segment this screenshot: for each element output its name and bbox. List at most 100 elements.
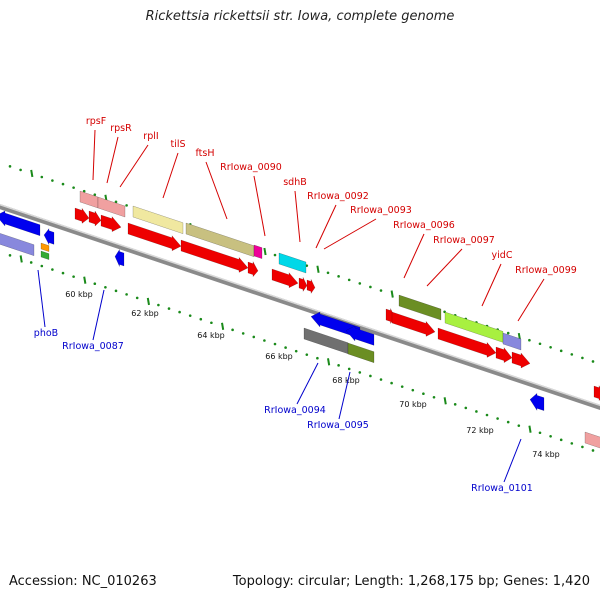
scale-label: 74 kbp bbox=[532, 450, 560, 459]
tick-dot bbox=[40, 175, 44, 179]
tick-dot bbox=[347, 367, 351, 371]
label-rplI: rplI bbox=[143, 131, 158, 142]
backbone-line bbox=[0, 204, 600, 410]
tick-dot bbox=[305, 353, 309, 356]
tick-dot bbox=[72, 275, 75, 278]
tick-dot bbox=[390, 381, 393, 385]
scale-label: 72 kbp bbox=[466, 426, 494, 435]
label-rpsR: rpsR bbox=[110, 123, 132, 134]
tick-dot bbox=[337, 364, 340, 367]
tick-mark bbox=[146, 297, 150, 306]
tick-dot bbox=[369, 374, 372, 378]
scale-label: 60 kbp bbox=[65, 290, 93, 299]
gene-0086-arrow bbox=[43, 227, 55, 245]
tick-dot bbox=[453, 403, 457, 406]
tick-dot bbox=[72, 186, 75, 189]
gene-rpsF-arrow bbox=[74, 207, 90, 224]
topology-summary: Topology: circular; Length: 1,268,175 bp… bbox=[232, 574, 590, 589]
tick-dot bbox=[104, 285, 107, 289]
tick-dot bbox=[284, 346, 287, 349]
gene-0092-arrow bbox=[298, 277, 308, 293]
tick-dot bbox=[273, 342, 277, 346]
tick-dot bbox=[125, 204, 128, 207]
tick-dot bbox=[559, 438, 563, 442]
gene-sdhB-block bbox=[278, 252, 307, 274]
tick-dot bbox=[347, 278, 351, 282]
tick-dot bbox=[475, 410, 478, 413]
tick-dot bbox=[210, 321, 213, 325]
gene-0096-arrow bbox=[391, 311, 436, 337]
tick-dot bbox=[178, 310, 181, 314]
gene-phoB-arrow bbox=[0, 210, 41, 237]
gene-ftsH-block bbox=[185, 222, 255, 258]
tick-dot bbox=[61, 271, 65, 275]
label-yidC-line bbox=[481, 263, 502, 307]
tick-mark bbox=[327, 358, 331, 366]
gene-0087-arrow bbox=[114, 248, 125, 267]
scale-label: 62 kbp bbox=[131, 309, 159, 318]
tick-dot bbox=[188, 314, 192, 317]
tick-dot bbox=[125, 293, 128, 296]
label-phoB-line bbox=[37, 269, 46, 328]
tick-mark bbox=[19, 255, 23, 263]
gene-0095-block bbox=[347, 342, 375, 364]
label-0099-line bbox=[517, 278, 545, 322]
tick-dot bbox=[591, 360, 595, 363]
gene-0098-arrow bbox=[495, 346, 513, 364]
tick-mark bbox=[390, 290, 394, 298]
tick-dot bbox=[528, 338, 531, 342]
gene-small-orange bbox=[40, 242, 50, 253]
tick-dot bbox=[231, 328, 234, 332]
tick-dot bbox=[199, 317, 203, 321]
gene-small-green bbox=[40, 250, 50, 261]
tick-dot bbox=[559, 349, 563, 353]
tick-dot bbox=[379, 289, 383, 292]
backbone-group bbox=[0, 203, 600, 410]
tick-dot bbox=[114, 289, 118, 293]
tick-dot bbox=[432, 395, 436, 399]
gene-0096-block bbox=[398, 294, 442, 321]
scale-label: 64 kbp bbox=[197, 331, 225, 340]
label-0101-line bbox=[503, 438, 522, 483]
tick-dot bbox=[40, 264, 44, 268]
label-rpsF: rpsF bbox=[86, 116, 106, 127]
tick-mark bbox=[316, 265, 320, 273]
tick-dot bbox=[316, 356, 319, 360]
gene-features bbox=[0, 190, 600, 449]
tick-dot bbox=[581, 356, 584, 360]
tick-dot bbox=[252, 335, 256, 339]
scale-label: 70 kbp bbox=[399, 400, 427, 409]
gene-yidC-arrow bbox=[437, 327, 497, 358]
tick-dot bbox=[273, 253, 277, 257]
tick-dot bbox=[263, 339, 266, 342]
label-0096: RrIowa_0096 bbox=[393, 220, 455, 231]
tick-dot bbox=[29, 261, 33, 264]
scale-label: 68 kbp bbox=[332, 376, 360, 385]
gene-rpsR-arrow bbox=[88, 210, 102, 227]
label-0087: RrIowa_0087 bbox=[62, 341, 124, 352]
tick-dot bbox=[400, 385, 404, 388]
label-ftsH-line bbox=[205, 161, 228, 220]
gene-0099-arrow bbox=[511, 351, 531, 369]
label-0092-line bbox=[315, 204, 337, 249]
label-0095-line bbox=[338, 371, 351, 420]
label-callouts bbox=[37, 129, 545, 483]
scale-label: 66 kbp bbox=[265, 352, 293, 361]
label-0099: RrIowa_0099 bbox=[515, 265, 577, 276]
tick-dot bbox=[358, 371, 362, 374]
tick-dot bbox=[157, 303, 160, 307]
label-tilS: tilS bbox=[170, 139, 185, 150]
label-0101: RrIowa_0101 bbox=[471, 483, 533, 494]
tick-dot bbox=[93, 193, 97, 197]
tick-dot bbox=[8, 254, 12, 257]
tick-dot bbox=[570, 442, 574, 445]
label-sdhB-line bbox=[294, 190, 301, 243]
gene-sdhB-arrow bbox=[271, 268, 299, 289]
gene-rpsR-block bbox=[97, 196, 126, 218]
gene-tilS-block bbox=[132, 205, 184, 235]
tick-dot bbox=[517, 424, 521, 427]
backbone-highlight bbox=[0, 203, 600, 407]
label-rpsF-line bbox=[92, 129, 96, 181]
label-yidC: yidC bbox=[492, 250, 513, 261]
tick-dot bbox=[570, 353, 574, 356]
